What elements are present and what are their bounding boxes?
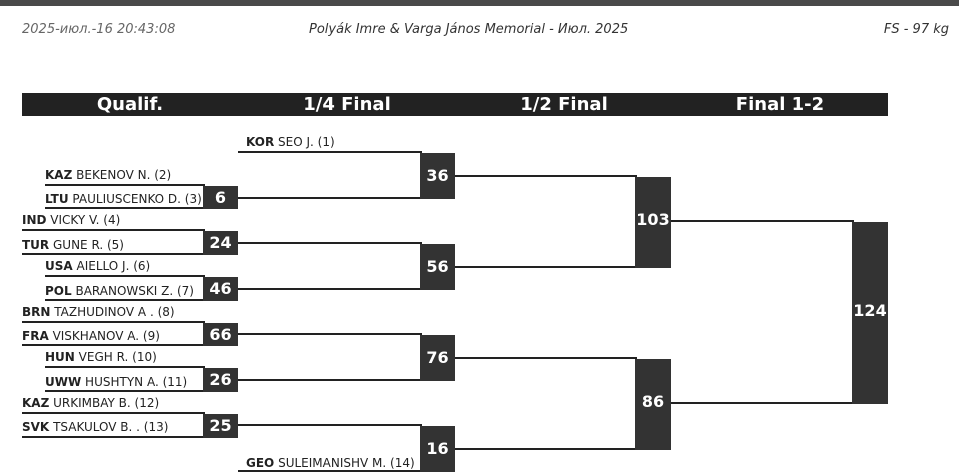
athlete-name: BEKENOV N. (2) [76,168,172,182]
bracket-line [238,151,422,153]
athlete-name: VISKHANOV A. (9) [52,329,160,343]
score-qualif-4[interactable]: 66 [203,323,238,346]
event-title: Polyák Imre & Varga János Memorial - Июл… [309,22,629,37]
bracket-line [203,242,422,244]
bracket-line [45,207,205,209]
athlete-country: LTU [45,192,69,206]
top-bar [0,0,959,6]
athlete-name: VICKY V. (4) [50,213,121,227]
athlete-9[interactable]: FRA VISKHANOV A. (9) [22,328,203,344]
round-qualif: Qualif. [96,94,164,115]
bracket-line [420,448,637,450]
athlete-name: TSAKULOV B. . (13) [53,420,169,434]
athlete-2[interactable]: KAZ BEKENOV N. (2) [45,167,225,183]
bracket-line [420,266,637,268]
athlete-7[interactable]: POL BARANOWSKI Z. (7) [45,283,203,299]
athlete-country: GEO [246,456,275,470]
score-final[interactable]: 124 [852,222,888,404]
athlete-country: FRA [22,329,49,343]
athlete-name: BARANOWSKI Z. (7) [75,284,194,298]
bracket-line [22,344,205,346]
athlete-3[interactable]: LTU PAULIUSCENKO D. (3) [45,191,203,207]
bracket-line [45,390,205,392]
athlete-name: GUNE R. (5) [53,238,124,252]
athlete-name: SEO J. (1) [278,135,335,149]
round-semi-final: 1/2 Final [520,94,608,115]
bracket-line [420,175,637,177]
round-final: Final 1-2 [735,94,825,115]
athlete-country: USA [45,259,73,273]
athlete-6[interactable]: USA AIELLO J. (6) [45,258,225,274]
athlete-country: UWW [45,375,82,389]
bracket-line [22,412,205,414]
athlete-8[interactable]: BRN TAZHUDINOV A . (8) [22,304,222,320]
athlete-country: SVK [22,420,50,434]
athlete-4[interactable]: IND VICKY V. (4) [22,212,212,228]
athlete-11[interactable]: UWW HUSHTYN A. (11) [45,374,203,390]
score-qualif-6[interactable]: 25 [203,414,238,438]
bracket-line [203,197,422,199]
athlete-5[interactable]: TUR GUNE R. (5) [22,237,203,253]
athlete-10[interactable]: HUN VEGH R. (10) [45,349,225,365]
score-qualif-2[interactable]: 24 [203,231,238,255]
bracket-line [635,402,853,404]
score-qualif-5[interactable]: 26 [203,368,238,392]
athlete-13[interactable]: SVK TSAKULOV B. . (13) [22,419,203,435]
score-semi-2[interactable]: 86 [635,359,671,450]
athlete-country: BRN [22,305,51,319]
athlete-14[interactable]: GEO SULEIMANISHV M. (14) [246,455,422,471]
event-datetime: 2025-июл.-16 20:43:08 [22,22,176,37]
athlete-country: TUR [22,238,50,252]
bracket-line [203,379,422,381]
athlete-name: VEGH R. (10) [78,350,157,364]
athlete-name: URKIMBAY B. (12) [53,396,160,410]
bracket-line [203,424,422,426]
bracket-line [420,357,637,359]
athlete-name: PAULIUSCENKO D. (3) [72,192,202,206]
bracket-line [45,299,205,301]
bracket-line [635,220,853,222]
bracket-line [22,321,205,323]
score-quarter-4[interactable]: 16 [420,426,455,472]
weight-category: FS - 97 kg [883,22,949,37]
score-qualif-3[interactable]: 46 [203,277,238,301]
athlete-country: HUN [45,350,75,364]
score-quarter-2[interactable]: 56 [420,244,455,290]
athlete-name: AIELLO J. (6) [76,259,151,273]
athlete-name: TAZHUDINOV A . (8) [54,305,175,319]
athlete-country: KOR [246,135,275,149]
bracket-line [238,470,422,472]
bracket-line [45,184,205,186]
round-header-bar [22,93,888,116]
bracket-line [203,288,422,290]
athlete-1[interactable]: KOR SEO J. (1) [246,134,426,150]
bracket-line [203,333,422,335]
athlete-country: KAZ [45,168,73,182]
round-quarter-final: 1/4 Final [303,94,391,115]
athlete-country: IND [22,213,47,227]
athlete-name: SULEIMANISHV M. (14) [278,456,415,470]
bracket-line [45,366,205,368]
score-semi-1[interactable]: 103 [635,177,671,268]
athlete-name: HUSHTYN A. (11) [85,375,188,389]
athlete-12[interactable]: KAZ URKIMBAY B. (12) [22,395,222,411]
score-qualif-1[interactable]: 6 [203,186,238,209]
athlete-country: KAZ [22,396,50,410]
bracket-line [45,275,205,277]
bracket-line [22,436,205,438]
score-quarter-3[interactable]: 76 [420,335,455,381]
bracket-line [22,229,205,231]
bracket-line [22,253,205,255]
athlete-country: POL [45,284,72,298]
score-quarter-1[interactable]: 36 [420,153,455,199]
